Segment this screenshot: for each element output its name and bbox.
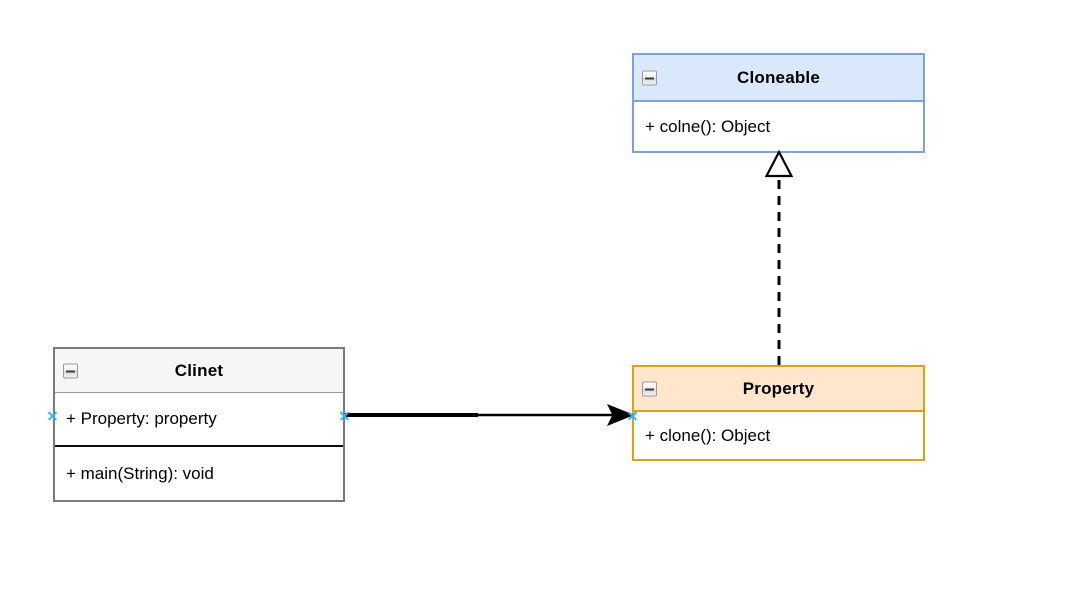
clinet-attribute-row: + Property: property <box>55 393 343 447</box>
cloneable-operation-text: + colne(): Object <box>645 116 771 136</box>
clinet-operation-text: + main(String): void <box>66 463 214 483</box>
filled-arrowhead <box>606 404 635 426</box>
uml-class-property[interactable]: Property + clone(): Object <box>632 365 925 461</box>
hollow-triangle-arrowhead <box>764 149 794 178</box>
collapse-minus-icon[interactable] <box>63 363 78 378</box>
clinet-title: Clinet <box>174 360 224 380</box>
property-operation-text: + clone(): Object <box>645 425 771 445</box>
association-clinet-to-property[interactable] <box>345 404 635 426</box>
cloneable-header: Cloneable <box>634 55 923 102</box>
collapse-minus-icon[interactable] <box>642 70 657 85</box>
cloneable-title: Cloneable <box>736 67 821 87</box>
clinet-header: Clinet <box>55 349 343 393</box>
property-header: Property <box>634 367 923 412</box>
uml-class-clinet[interactable]: Clinet + Property: property + main(Strin… <box>53 347 345 502</box>
clinet-operation-row: + main(String): void <box>55 447 343 500</box>
cloneable-operation-row: + colne(): Object <box>634 102 923 151</box>
property-operation-row: + clone(): Object <box>634 412 923 459</box>
realization-property-to-cloneable[interactable] <box>764 149 794 365</box>
property-title: Property <box>742 378 815 398</box>
collapse-minus-icon[interactable] <box>642 381 657 396</box>
clinet-attribute-text: + Property: property <box>66 409 217 428</box>
uml-class-cloneable[interactable]: Cloneable + colne(): Object <box>632 53 925 153</box>
